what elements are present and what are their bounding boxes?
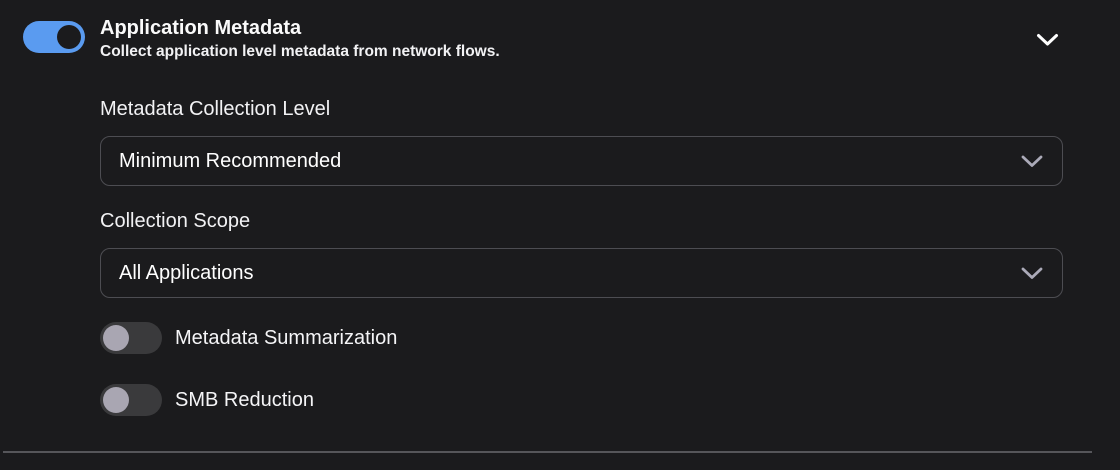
chevron-down-icon bbox=[1020, 266, 1044, 280]
collection-level-label: Metadata Collection Level bbox=[100, 98, 331, 120]
toggle-knob bbox=[103, 325, 129, 351]
section-body: Metadata Collection Level Minimum Recomm… bbox=[0, 98, 1120, 416]
chevron-down-icon bbox=[1037, 34, 1058, 46]
collection-scope-label: Collection Scope bbox=[100, 210, 251, 232]
metadata-summarization-toggle[interactable] bbox=[100, 322, 162, 354]
section-divider bbox=[3, 451, 1092, 453]
toggle-knob bbox=[103, 387, 129, 413]
application-metadata-toggle[interactable] bbox=[23, 21, 85, 53]
collection-scope-value: All Applications bbox=[119, 261, 254, 284]
collection-level-select[interactable]: Minimum Recommended bbox=[100, 136, 1063, 186]
metadata-summarization-row: Metadata Summarization bbox=[100, 322, 1120, 354]
application-metadata-section: Application Metadata Collect application… bbox=[0, 0, 1120, 453]
section-subtitle: Collect application level metadata from … bbox=[100, 43, 500, 60]
smb-reduction-label: SMB Reduction bbox=[175, 388, 314, 411]
section-header: Application Metadata Collect application… bbox=[0, 0, 1120, 62]
smb-reduction-row: SMB Reduction bbox=[100, 384, 1120, 416]
collection-scope-select[interactable]: All Applications bbox=[100, 248, 1063, 298]
collapse-button[interactable] bbox=[1036, 33, 1059, 47]
header-text: Application Metadata Collect application… bbox=[100, 16, 500, 62]
smb-reduction-toggle[interactable] bbox=[100, 384, 162, 416]
chevron-down-icon bbox=[1020, 154, 1044, 168]
collection-level-value: Minimum Recommended bbox=[119, 149, 342, 172]
metadata-summarization-label: Metadata Summarization bbox=[175, 326, 398, 349]
section-title: Application Metadata bbox=[100, 17, 302, 39]
toggle-knob bbox=[57, 25, 81, 49]
